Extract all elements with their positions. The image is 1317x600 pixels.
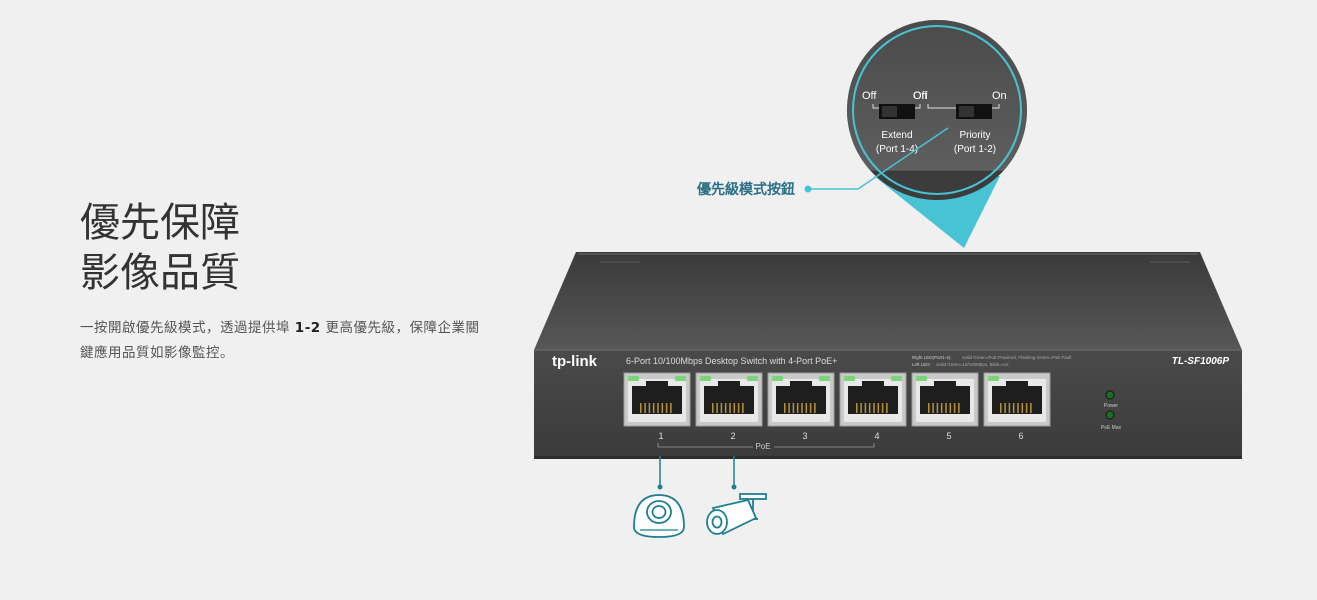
priority-button-label: 優先級模式按鈕 — [696, 181, 795, 198]
led-right-label: Right LED(Port1-4): — [912, 355, 952, 360]
power-led — [1105, 390, 1115, 400]
port-group: 1 2 3 4 5 6 — [623, 372, 1051, 441]
poe-max-led — [1105, 410, 1115, 420]
port-1-right-led — [675, 376, 686, 381]
extend-ports-label: (Port 1-4) — [876, 144, 918, 155]
port-4[interactable]: 4 — [839, 372, 907, 441]
headline: 優先保障 影像品質 — [80, 198, 240, 298]
dome-camera-icon — [633, 494, 685, 538]
camera-connectors — [657, 456, 737, 490]
port-4-number: 4 — [874, 431, 879, 441]
port-4-left-led — [844, 376, 855, 381]
callout-leader-line — [808, 127, 949, 190]
port-2-left-led — [700, 376, 711, 381]
brand-logo: tp-link — [552, 353, 598, 370]
port-5-left-led — [916, 376, 927, 381]
priority-off-label: Off — [913, 90, 928, 102]
led-left-label: Left LED: — [912, 362, 931, 367]
priority-ports-label: (Port 1-2) — [954, 144, 996, 155]
device-top — [534, 252, 1242, 350]
model-number: TL-SF1006P — [1172, 356, 1230, 367]
priority-on-label: On — [992, 90, 1007, 102]
power-label: Power — [1104, 403, 1119, 409]
led-right-text: Solid Green=PoE Powered, Flashing Green=… — [962, 355, 1072, 360]
port-2[interactable]: 2 — [695, 372, 763, 441]
headline-line-1: 優先保障 — [80, 200, 240, 246]
callout-leader-dot — [804, 185, 812, 193]
port-3-right-led — [819, 376, 830, 381]
port-6[interactable]: 6 — [983, 372, 1051, 441]
description-text-1: 一按開啟優先級模式，透過提供埠 — [80, 320, 295, 336]
port-1[interactable]: 1 — [623, 372, 691, 441]
port-5[interactable]: 5 — [911, 372, 979, 441]
poe-label: PoE — [755, 442, 770, 451]
extend-off-label: Off — [862, 90, 877, 102]
extend-label: Extend — [881, 130, 912, 141]
port-4-right-led — [891, 376, 902, 381]
description-text-2: 更高優先級，保障企業關鍵應用品質如影像監控。 — [80, 320, 480, 361]
port-3-number: 3 — [802, 431, 807, 441]
description: 一按開啟優先級模式，透過提供埠 1-2 更高優先級，保障企業關鍵應用品質如影像監… — [80, 316, 480, 366]
switch-device: tp-link 6-Port 10/100Mbps Desktop Switch… — [534, 252, 1242, 459]
headline-line-2: 影像品質 — [80, 250, 240, 296]
port-3[interactable]: 3 — [767, 372, 835, 441]
port-6-number: 6 — [1018, 431, 1023, 441]
port-6-left-led — [988, 376, 999, 381]
description-ports: 1-2 — [294, 320, 321, 336]
extend-on-label: On — [913, 90, 928, 102]
priority-label: Priority — [959, 130, 990, 141]
port-5-number: 5 — [946, 431, 951, 441]
port-2-right-led — [747, 376, 758, 381]
port-1-left-led — [628, 376, 639, 381]
port-1-number: 1 — [658, 431, 663, 441]
device-description: 6-Port 10/100Mbps Desktop Switch with 4-… — [626, 356, 837, 366]
port-3-left-led — [772, 376, 783, 381]
priority-button-callout: Off On Extend (Port 1-4) Off On Priority… — [696, 20, 1027, 248]
extend-switch[interactable]: Off On Extend (Port 1-4) — [862, 90, 928, 155]
priority-switch[interactable]: Off On Priority (Port 1-2) — [913, 90, 1007, 155]
led-left-text: Solid Green=10/100Mbps, Blink=Act — [936, 362, 1009, 367]
poe-max-label: PoE Max — [1101, 425, 1122, 431]
port-2-number: 2 — [730, 431, 735, 441]
bullet-camera-icon — [706, 493, 767, 536]
